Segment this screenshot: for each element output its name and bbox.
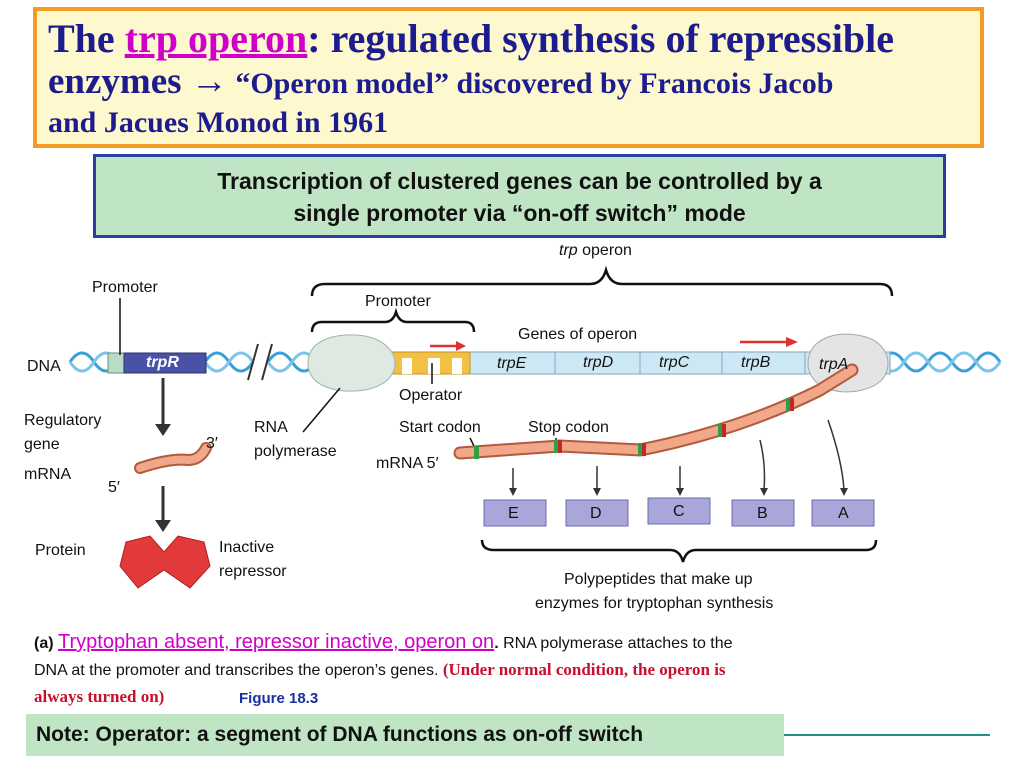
- dna-label: DNA: [27, 358, 61, 375]
- operator-notch: [402, 358, 412, 374]
- caption-line-3: always turned on): [34, 684, 984, 711]
- gene-label-trpE: trpE: [497, 355, 527, 372]
- rna-polymerase-label: RNA: [254, 419, 288, 436]
- title-prefix: The: [48, 16, 125, 61]
- codon-marks-red: [558, 398, 794, 456]
- title-line-1: The trp operon: regulated synthesis of r…: [48, 17, 973, 61]
- caption-line-2: DNA at the promoter and transcribes the …: [34, 657, 984, 684]
- trpR-gene: [123, 352, 207, 374]
- promoter-label-left: Promoter: [92, 279, 158, 296]
- subtitle-box: Transcription of clustered genes can be …: [93, 154, 946, 238]
- protein-label: Protein: [35, 542, 86, 559]
- title-box: The trp operon: regulated synthesis of r…: [33, 7, 984, 148]
- caption-headline: Tryptophan absent, repressor inactive, o…: [58, 631, 495, 653]
- dna-break-mark: [261, 343, 273, 381]
- translation-arrow-heads: [509, 488, 848, 496]
- title-line2-word: enzymes: [48, 61, 191, 102]
- rna-polymerase-pointer: [302, 387, 341, 433]
- gene-label-trpD: trpD: [583, 354, 614, 371]
- promoter-label-right: Promoter: [365, 293, 431, 310]
- regulatory-gene-label: Regulatory: [24, 412, 102, 429]
- genes-of-operon-label: Genes of operon: [518, 326, 638, 343]
- caption-line-1: (a) Tryptophan absent, repressor inactiv…: [34, 629, 984, 657]
- stop-codon-label: Stop codon: [528, 419, 609, 436]
- polypeptides-caption: Polypeptides that make up: [564, 571, 753, 588]
- polypeptide-D: D: [590, 505, 602, 522]
- caption-red-1: (Under normal condition, the operon is: [442, 660, 726, 679]
- page-title: The trp operon: regulated synthesis of r…: [48, 17, 973, 141]
- inactive-repressor-label-2: repressor: [219, 563, 287, 580]
- dna-break-mark: [247, 343, 259, 381]
- title-line-3: and Jacues Monod in 1961: [48, 106, 389, 139]
- note-underline: [784, 734, 990, 736]
- polypeptides-caption-2: enzymes for tryptophan synthesis: [535, 595, 774, 612]
- polypeptide-C: C: [673, 503, 685, 520]
- subtitle-line-2: single promoter via “on-off switch” mode: [293, 200, 746, 226]
- start-codon-label: Start codon: [399, 419, 481, 436]
- promoter-brace: [310, 307, 476, 333]
- inactive-repressor-label: Inactive: [219, 539, 275, 556]
- rna-polymerase-label-2: polymerase: [254, 443, 337, 460]
- repressor-mrna: [136, 444, 210, 472]
- gene-label-trpA: trpA: [819, 356, 849, 373]
- figure-number: Figure 18.3: [239, 690, 319, 707]
- mrna-label-right: mRNA 5′: [376, 455, 439, 472]
- codon-marks: [474, 398, 791, 459]
- gene-label-trpB: trpB: [741, 354, 771, 371]
- caption-red-2: always turned on): [34, 687, 165, 706]
- polypeptide-boxes: [483, 497, 875, 527]
- gene-label-trpC: trpC: [659, 354, 690, 371]
- regulatory-gene-label-2: gene: [24, 436, 60, 453]
- figure-caption: (a) Tryptophan absent, repressor inactiv…: [34, 629, 984, 711]
- three-prime-label: 3′: [206, 435, 218, 452]
- five-prime-label: 5′: [108, 479, 120, 496]
- operator-notch: [452, 358, 462, 374]
- transcription-arrow-head: [155, 424, 171, 436]
- caption-text-2: DNA at the promoter and transcribes the …: [34, 662, 443, 679]
- title-line-2: enzymes → “Operon model” discovered by F…: [48, 61, 973, 105]
- operon-mrna-outline: [453, 363, 859, 460]
- inactive-repressor-icon: [119, 535, 211, 589]
- polypeptides-brace: [480, 539, 878, 563]
- mrna-label-left: mRNA: [24, 466, 72, 483]
- note-box: Note: Operator: a segment of DNA functio…: [26, 714, 784, 756]
- caption-label: (a): [34, 635, 58, 652]
- gene-dividers: [554, 352, 806, 374]
- right-arrow-icon: →: [190, 61, 228, 102]
- trp-operon-label: trp operon: [559, 242, 632, 259]
- polypeptide-B: B: [757, 505, 768, 522]
- operator-label: Operator: [399, 387, 463, 404]
- caption-text-1: RNA polymerase attaches to the: [498, 635, 733, 652]
- translation-arrows: [512, 419, 845, 491]
- red-arrow-icon-head: [456, 341, 466, 351]
- rna-polymerase-left: [307, 334, 396, 392]
- title-line1-rest: : regulated synthesis of repressible: [307, 16, 894, 61]
- operon-brace: [310, 265, 894, 297]
- caption-period: .: [494, 635, 499, 652]
- operator-notch: [428, 358, 440, 374]
- title-keyword: trp operon: [124, 16, 308, 61]
- polypeptide-A: A: [838, 505, 849, 522]
- polypeptide-E: E: [508, 505, 519, 522]
- translation-arrow-head: [155, 520, 171, 532]
- subtitle-line-1: Transcription of clustered genes can be …: [217, 168, 822, 194]
- left-promoter-segment: [107, 352, 125, 374]
- red-arrow-icon-head: [786, 337, 798, 347]
- trpR-label: trpR: [146, 354, 179, 371]
- title-line2-rest: “Operon model” discovered by Francois Ja…: [227, 67, 834, 100]
